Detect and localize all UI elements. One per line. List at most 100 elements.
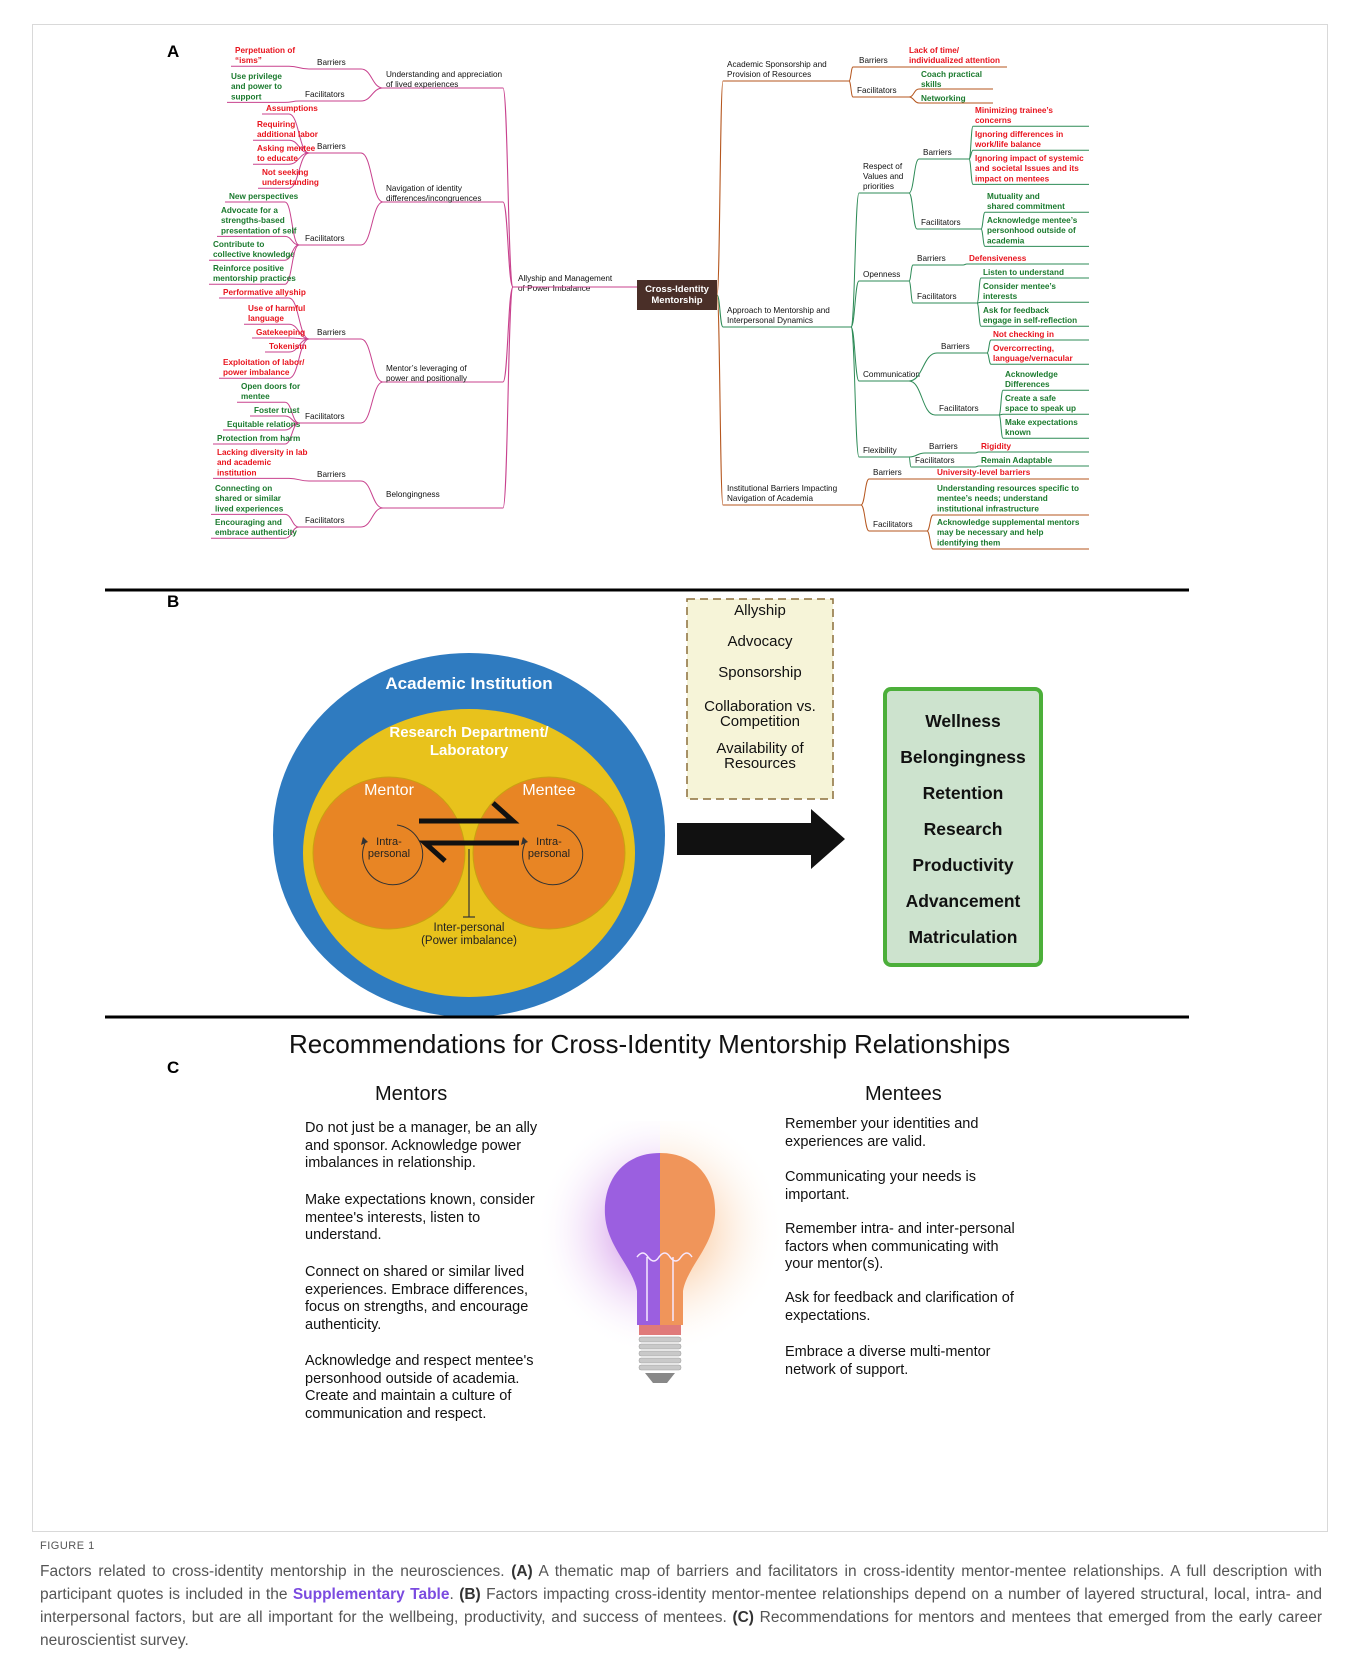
- facilitators-node-line: Facilitators: [917, 292, 957, 301]
- recommendation-line: Make expectations known, consider: [305, 1192, 535, 1208]
- outcome-item-line: Advancement: [906, 891, 1021, 911]
- facilitator-item-line: Mutuality and: [987, 192, 1040, 201]
- facilitator-item: Remain Adaptable: [981, 456, 1053, 465]
- outcome-item-line: Research: [924, 819, 1003, 839]
- barriers-node: Barriers: [317, 142, 346, 151]
- theme-sponsorship-line: Academic Sponsorship and: [727, 60, 827, 69]
- barrier-item: Performative allyship: [223, 288, 306, 297]
- facilitator-item-line: Protection from harm: [217, 434, 300, 443]
- barrier-item: Overcorrecting,language/vernacular: [993, 344, 1073, 363]
- mentee-circle: [472, 776, 626, 930]
- divider: [105, 588, 1189, 592]
- facilitator-branch: [908, 456, 912, 468]
- subtheme-label-line: Mentor’s leveraging of: [386, 364, 467, 373]
- barrier-item-line: and academic: [217, 458, 272, 467]
- panel-a-letter-line: A: [167, 42, 179, 61]
- intrapersonal-label: Intra-personal: [368, 836, 410, 860]
- supplementary-table-link[interactable]: Supplementary Table: [292, 1586, 450, 1603]
- leaf-branch: [986, 339, 992, 354]
- outcome-item: Wellness: [925, 711, 1001, 731]
- recommendation-line: authenticity.: [305, 1316, 382, 1333]
- facilitator-branch: [848, 80, 854, 98]
- facilitator-branch: [360, 381, 384, 424]
- barrier-item: Assumptions: [266, 104, 318, 113]
- facilitator-item-line: engage in self-reflection: [983, 316, 1077, 325]
- facilitator-item-line: Coach practical: [921, 70, 982, 79]
- barrier-item-line: Minimizing trainee’s: [975, 106, 1053, 115]
- barrier-item-line: Exploitation of labor/: [223, 358, 305, 367]
- panel-b-letter-line: B: [167, 592, 179, 611]
- leaf-branch: [284, 100, 300, 103]
- bulb-collar: [639, 1325, 681, 1335]
- facilitators-node: Facilitators: [921, 218, 961, 227]
- mentor-label-line: Mentor: [364, 782, 414, 799]
- facilitator-branch: [360, 201, 384, 246]
- facilitator-item-line: skills: [921, 80, 942, 89]
- recommendation-line: focus on strengths, and encourage: [305, 1299, 529, 1315]
- leaf-branch: [288, 139, 310, 154]
- leaf-branch: [980, 228, 986, 247]
- facilitator-branch: [360, 87, 384, 102]
- theme-branch: [716, 294, 724, 328]
- facilitator-item-line: collective knowledge: [213, 250, 295, 259]
- facilitator-item-line: known: [1005, 428, 1031, 437]
- panel-c-letter: C: [167, 1058, 179, 1077]
- facilitators-node: Facilitators: [305, 234, 345, 243]
- barrier-item: Gatekeeping: [256, 328, 305, 337]
- intrapersonal-label: Intra-personal: [528, 836, 570, 860]
- recommendation-line: important.: [785, 1186, 850, 1203]
- mentee-label-line: Mentee: [522, 782, 575, 799]
- intrapersonal-label-line: personal: [368, 848, 410, 860]
- barrier-branch: [908, 352, 938, 382]
- facilitators-node-line: Facilitators: [857, 86, 897, 95]
- mentor-label: Mentor: [364, 782, 414, 799]
- root-node: [637, 280, 717, 310]
- barrier-item-line: Requiring: [257, 120, 295, 129]
- barrier-item-line: Overcorrecting,: [993, 344, 1054, 353]
- sub-branch: [850, 280, 860, 328]
- recommendation-line: experiences are valid.: [785, 1133, 927, 1150]
- theme-interpersonal-line: Approach to Mentorship and: [727, 306, 830, 315]
- leaf-branch: [284, 526, 300, 539]
- barrier-item-line: and societal Issues and its: [975, 164, 1079, 173]
- factor-item-line: Availability of: [716, 740, 804, 757]
- interpersonal-label-line: (Power imbalance): [421, 935, 517, 947]
- recommendation-line: your mentor(s).: [785, 1256, 884, 1272]
- subtheme-label: Communication: [863, 370, 920, 379]
- leaf-branch: [968, 158, 974, 185]
- recommendation-line: factors when communicating with: [785, 1238, 999, 1255]
- recommendation-line: Ask for feedback and clarification of: [785, 1290, 1014, 1306]
- facilitator-item-line: support: [231, 92, 262, 101]
- facilitator-item-line: personhood outside of: [987, 226, 1076, 235]
- facilitator-item-line: Acknowledge: [1005, 370, 1058, 379]
- barriers-node-line: Barriers: [317, 470, 346, 479]
- outcome-arrow: [677, 809, 845, 869]
- recommendation-line: and sponsor. Acknowledge power: [305, 1137, 522, 1154]
- facilitators-node: Facilitators: [873, 520, 913, 529]
- facilitator-item-line: Equitable relations: [227, 420, 301, 429]
- barrier-item-line: concerns: [975, 116, 1012, 125]
- recommendation-line: Do not just be a manager, be an ally: [305, 1120, 538, 1136]
- facilitator-item: Foster trust: [254, 406, 300, 415]
- barriers-node-line: Barriers: [923, 148, 952, 157]
- outcome-item: Matriculation: [909, 927, 1018, 947]
- factors-box: [686, 598, 834, 800]
- leaf-branch: [908, 96, 920, 104]
- facilitators-node: Facilitators: [857, 86, 897, 95]
- facilitators-node: Facilitators: [305, 516, 345, 525]
- subtheme-label-line: Belongingness: [386, 490, 440, 499]
- factor-item: Sponsorship: [718, 664, 801, 681]
- intrapersonal-label-line: personal: [528, 848, 570, 860]
- barriers-node: Barriers: [923, 148, 952, 157]
- barriers-node: Barriers: [317, 328, 346, 337]
